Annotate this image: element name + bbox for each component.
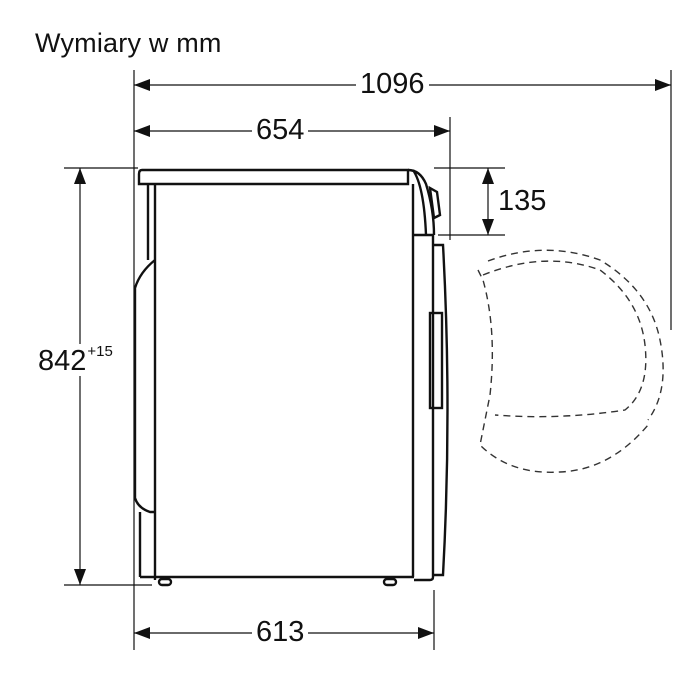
open-door-outline — [477, 249, 664, 473]
dimension-label-613: 613 — [252, 618, 309, 647]
dimension-135 — [482, 168, 494, 235]
dimension-label-1096: 1096 — [356, 70, 429, 99]
dimension-label-842: 842+15 — [34, 344, 117, 376]
height-tolerance: +15 — [87, 343, 113, 360]
dimension-842 — [74, 168, 86, 585]
dimension-label-135: 135 — [498, 185, 547, 217]
dryer-body — [133, 168, 449, 587]
dimension-label-654: 654 — [252, 116, 309, 145]
drawing-title: Wymiary w mm — [35, 28, 222, 58]
